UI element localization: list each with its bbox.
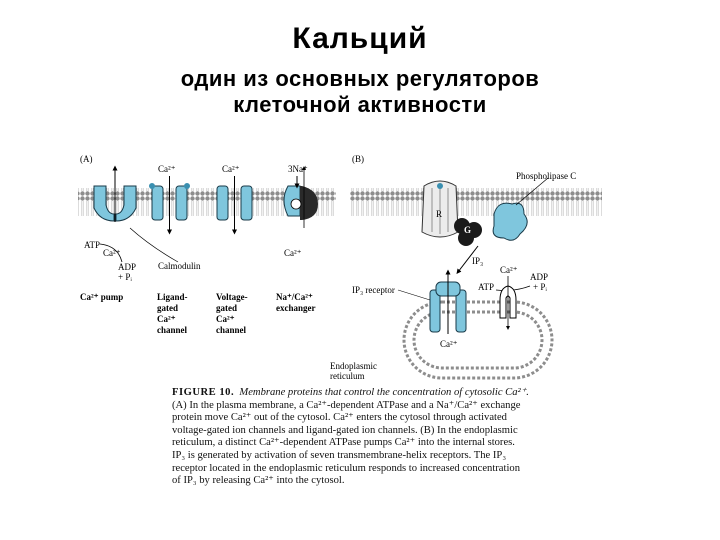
voltage-ca-label: Ca²⁺ xyxy=(222,164,240,174)
calmodulin-label: Calmodulin xyxy=(158,261,201,271)
pi-label: + Pᵢ xyxy=(118,272,132,282)
phospholipase-label: Phospholipase C xyxy=(516,171,576,181)
caption-line-8: of IP₃ by releasing Ca²⁺ into the cytoso… xyxy=(172,475,345,487)
calcium-pump xyxy=(93,165,137,222)
panel-b: (B) R G Phospholipase C IP₃ Ca²⁺ ATP xyxy=(330,154,602,381)
caption-line-3: protein move Ca²⁺ out of the cytosol. Ca… xyxy=(172,412,507,424)
g-protein: G xyxy=(454,218,482,246)
atp-hydrolysis-arrow xyxy=(99,243,123,263)
na-ca-exchanger: 3Na⁺ Ca²⁺ xyxy=(283,164,318,258)
ligand-ca-label: Ca²⁺ xyxy=(158,164,176,174)
caption-line-1: Membrane proteins that control the conce… xyxy=(239,387,529,398)
gpcr-receptor: R xyxy=(421,180,459,238)
exchanger-ca-label: Ca²⁺ xyxy=(284,248,302,258)
ligand-label-2: gated xyxy=(157,303,178,313)
endoplasmic-reticulum: Ca²⁺ xyxy=(402,300,554,380)
er-adp-label: ADP xyxy=(530,272,548,282)
panel-b-tag: (B) xyxy=(352,154,364,164)
er-pi-label: + Pᵢ xyxy=(533,282,547,292)
pump-caption-label: Ca²⁺ pump xyxy=(80,292,123,302)
plasma-membrane-b xyxy=(350,188,602,216)
ip3-receptor-channel xyxy=(429,269,467,334)
ip3-label: IP₃ xyxy=(472,256,483,266)
ip3-receptor-label: IP₃ receptor xyxy=(352,285,395,295)
pump-ca-label: Ca²⁺ xyxy=(103,248,121,258)
exchanger-label-2: exchanger xyxy=(276,303,316,313)
slide-subtitle-line2: клеточной активности xyxy=(233,92,487,117)
voltage-label-3: Ca²⁺ xyxy=(216,314,235,324)
voltage-label-2: gated xyxy=(216,303,237,313)
slide-title: Кальций xyxy=(292,22,428,55)
caption-line-5: reticulum, a distinct Ca²⁺-dependent ATP… xyxy=(172,437,515,449)
slide-subtitle-line1: один из основных регуляторов xyxy=(180,66,540,91)
figure-caption: FIGURE 10. Membrane proteins that contro… xyxy=(172,387,602,488)
caption-line-6: IP₃ is generated by activation of seven … xyxy=(172,449,507,461)
ip3-receptor-leader xyxy=(397,289,431,301)
er-calcium-pump xyxy=(499,276,517,330)
caption-line-2: (A) In the plasma membrane, a Ca²⁺-depen… xyxy=(172,399,521,411)
er-label-1: Endoplasmic xyxy=(330,361,377,371)
voltage-label-1: Voltage- xyxy=(216,292,248,302)
voltage-label-4: channel xyxy=(216,325,247,335)
er-lumen-ca-label: Ca²⁺ xyxy=(440,339,458,349)
ligand-label-4: channel xyxy=(157,325,188,335)
atp-label: ATP xyxy=(84,240,100,250)
receptor-r-label: R xyxy=(436,209,442,219)
er-ca-top-label: Ca²⁺ xyxy=(500,265,518,275)
calmodulin-leader xyxy=(129,227,179,263)
voltage-gated-channel: Ca²⁺ xyxy=(216,164,253,235)
exchanger-label-1: Na⁺/Ca²⁺ xyxy=(276,292,313,302)
exchanger-na-label: 3Na⁺ xyxy=(288,164,308,174)
phospholipase-c xyxy=(492,177,549,241)
g-protein-label: G xyxy=(464,225,471,235)
panel-a-tag: (A) xyxy=(80,154,93,164)
caption-line-4: voltage-gated ion channels and ligand-ga… xyxy=(172,424,518,436)
er-atp-label: ATP xyxy=(478,282,494,292)
caption-line-7: receptor located in the endoplasmic reti… xyxy=(172,462,520,474)
ligand-label-1: Ligand- xyxy=(157,292,188,302)
panel-a: (A) ATP Ca²⁺ ADP + Pᵢ Calmodulin Ca²⁺ pu… xyxy=(78,154,336,335)
er-label-2: reticulum xyxy=(330,371,365,381)
adp-label: ADP xyxy=(118,262,136,272)
ligand-gated-channel: Ca²⁺ xyxy=(149,164,190,235)
ip3-arrow xyxy=(456,245,479,274)
caption-heading: FIGURE 10. xyxy=(172,387,235,398)
ligand-label-3: Ca²⁺ xyxy=(157,314,176,324)
